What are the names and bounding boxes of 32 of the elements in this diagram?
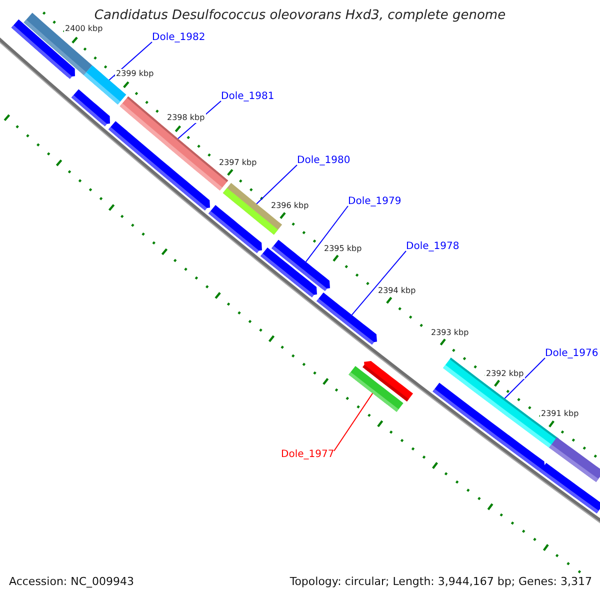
- scale-label: 2392 kbp: [485, 369, 525, 379]
- gene-label: Dole_1976: [545, 348, 598, 360]
- map-title: Candidatus Desulfococcus oleovorans Hxd3, complete genome: [93, 8, 507, 24]
- scale-label: 2398 kbp: [166, 113, 206, 123]
- leader-line: [305, 206, 348, 262]
- gene-feature-block: [348, 366, 404, 412]
- leader-line: [108, 42, 152, 81]
- leader-line: [504, 358, 546, 399]
- accession-note: Accession: NC_009943: [9, 575, 134, 588]
- scale-label: 2391 kbp: [540, 409, 580, 419]
- coding-sequence-block: [71, 89, 110, 126]
- scale-label: 2400 kbp: [64, 24, 104, 34]
- coding-sequence-block: [316, 292, 377, 345]
- gene-label: Dole_1982: [152, 32, 206, 44]
- coding-sequence-block: [260, 248, 317, 298]
- leader-line: [334, 392, 374, 452]
- scale-label: 2396 kbp: [270, 201, 310, 211]
- coding-sequence-block: [208, 205, 262, 254]
- gene-label: Dole_1981: [221, 91, 274, 103]
- scale-label: 2397 kbp: [218, 158, 258, 168]
- gene-label: Dole_1980: [297, 155, 350, 167]
- gene-label: Dole_1978: [406, 241, 460, 253]
- genome-summary: Topology: circular; Length: 3,944,167 bp; Genes: 3,317: [290, 575, 592, 588]
- scale-label: 2393 kbp: [430, 328, 470, 338]
- scale-label: 2395 kbp: [323, 244, 363, 254]
- coding-sequence-block: [540, 462, 600, 514]
- scale-label: 2399 kbp: [115, 69, 155, 79]
- gene-label: Dole_1977: [281, 449, 334, 461]
- leader-line: [256, 164, 298, 204]
- leader-line: [351, 250, 406, 316]
- gene-label: Dole_1979: [348, 196, 402, 208]
- scale-label: 2394 kbp: [377, 286, 417, 296]
